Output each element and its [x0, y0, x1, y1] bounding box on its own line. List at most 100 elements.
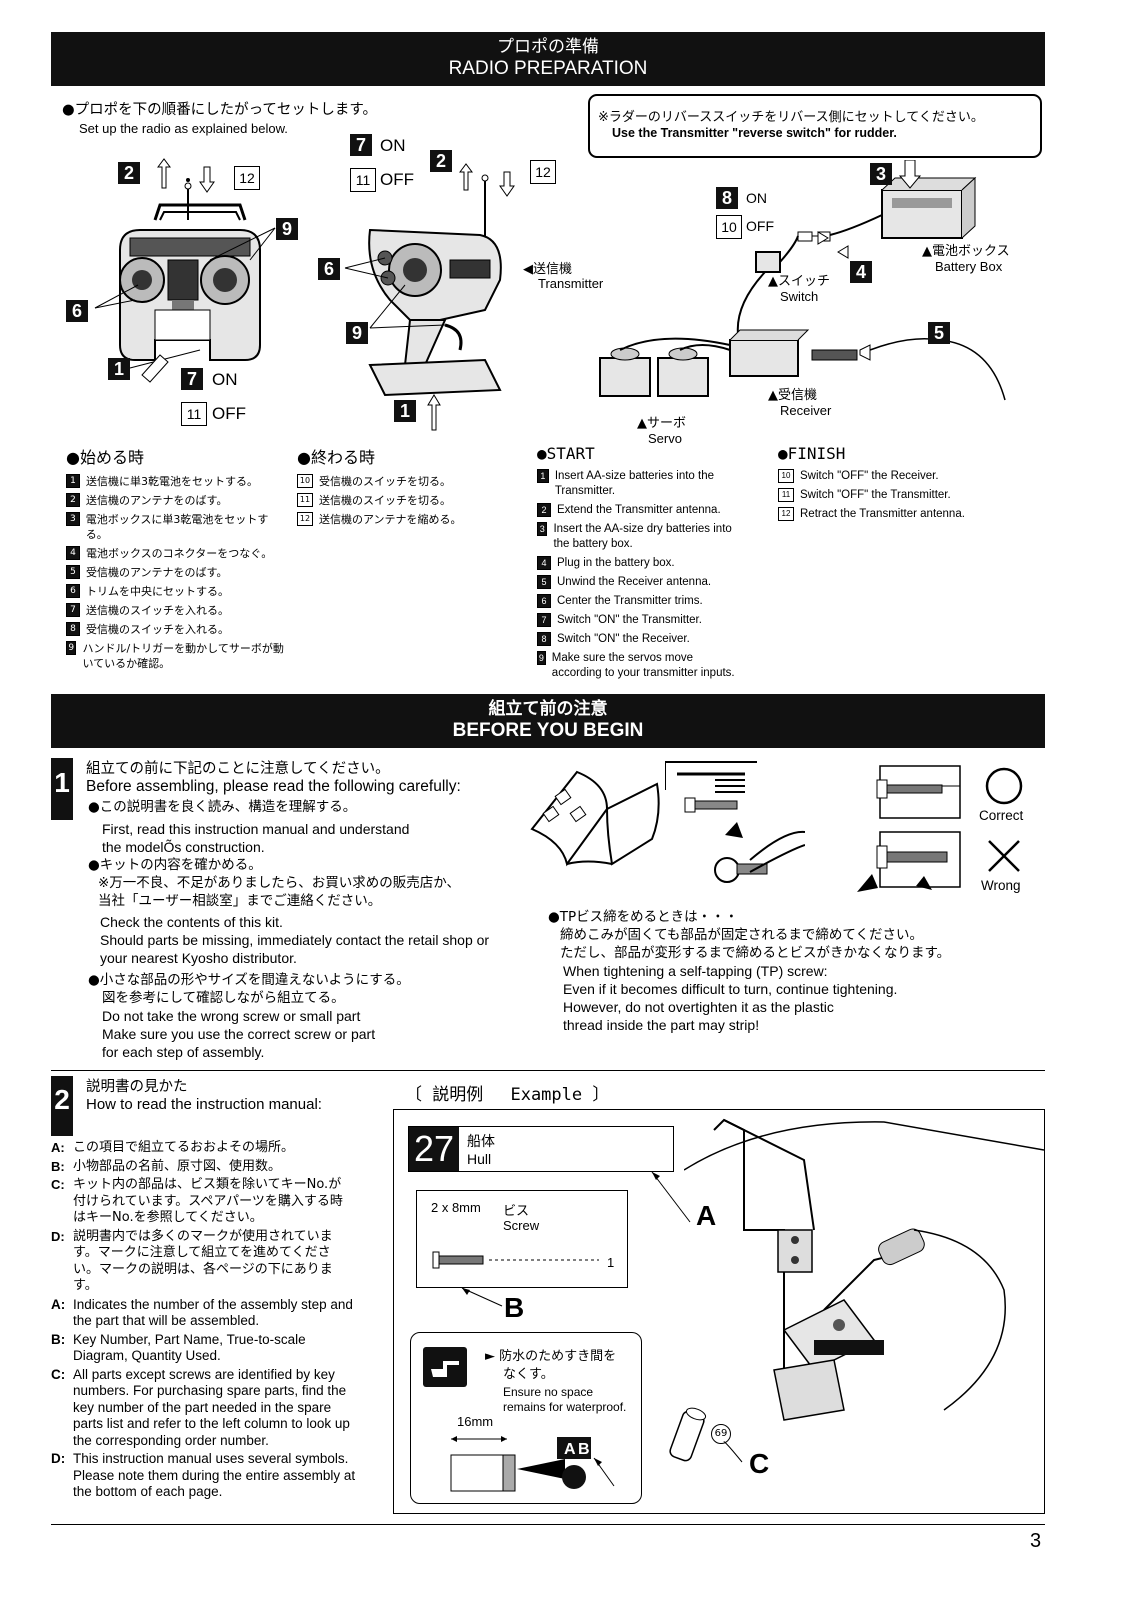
transmitter-label-en: Transmitter: [538, 276, 604, 291]
label-off-c: OFF: [746, 218, 774, 234]
battery-label-en: Battery Box: [935, 259, 1003, 274]
section2-title-en: How to read the instruction manual:: [86, 1096, 322, 1113]
wrong-label: Wrong: [981, 878, 1021, 893]
screw-tweezers-illustration: [665, 761, 805, 883]
finish-jp-text: 受信機のスイッチを切る。: [319, 475, 451, 488]
step-badge-2: 2: [118, 162, 140, 184]
tp-screw-note: ●TPビス締をめるときは・・・ 締めこみが固くても部品が固定されるまで締めてくだ…: [548, 908, 1028, 1034]
start-jp-number-badge: 5: [66, 565, 80, 579]
legend-jp-item: C:キット内の部品は、ビス類を除いてキーNo.が付けられています。スペアパーツを…: [51, 1177, 371, 1227]
legend-en-item: C:All parts except screws are identified…: [51, 1367, 371, 1450]
start-jp-text: 送信機のスイッチを入れる。: [86, 604, 229, 617]
step-badge-4: 4: [850, 261, 872, 283]
tp-jp-2: 締めこみが固くても部品が固定されるまで締めてください。: [560, 927, 924, 943]
start-jp-number-badge: 7: [66, 603, 80, 617]
bullet1-jp: ●この説明書を良く読み、構造を理解する。: [88, 799, 357, 815]
legend-en-item: D:This instruction manual uses several s…: [51, 1451, 371, 1501]
start-jp-item: 7 送信機のスイッチを入れる。: [66, 603, 286, 618]
section-banner-before: 組立て前の注意 BEFORE YOU BEGIN: [51, 694, 1045, 748]
start-jp-number-badge: 1: [66, 474, 80, 488]
tp-jp-1: ●TPビス締をめるときは・・・: [548, 909, 739, 925]
example-step-jp: 船体: [467, 1134, 495, 1150]
bullet3-en-1: Do not take the wrong screw or small par…: [102, 1008, 361, 1024]
step-badge-12: 12: [234, 166, 260, 190]
label-on-c: ON: [746, 190, 767, 206]
finish-en-number-badge: 11: [778, 488, 794, 502]
intro-jp: ●プロポを下の順番にしたがってセットします。: [62, 102, 377, 118]
transmitter-label-jp: ◀送信機: [523, 262, 572, 277]
step-badge-2b: 2: [430, 150, 452, 172]
intro-en: Set up the radio as explained below.: [79, 121, 288, 136]
tp-en-4: thread inside the part may strip!: [563, 1017, 760, 1033]
legend-jp-key: C:: [51, 1177, 65, 1192]
start-jp-text: 電池ボックスのコネクターをつなぐ。: [86, 547, 273, 560]
legend-jp-text: 小物部品の名前、原寸図、使用数。: [73, 1158, 282, 1174]
finish-en-text: Retract the Transmitter antenna.: [800, 508, 965, 520]
start-en-number-badge: 7: [537, 613, 551, 627]
legend-jp-item: D: 説明書内では多くのマークが使用されています。マークに注意して組立てを進めてく…: [51, 1229, 371, 1295]
start-en-number-badge: 5: [537, 575, 551, 589]
legend-en-item: B:Key Number, Part Name, True-to-scale D…: [51, 1332, 371, 1365]
start-en-text: Center the Transmitter trims.: [557, 595, 703, 607]
example-heading: 〔 説明例 Example 〕: [405, 1085, 610, 1105]
screw-quantity: 1: [607, 1255, 615, 1270]
finish-jp-number-badge: 12: [297, 512, 313, 526]
tip-en-1: Ensure no space: [503, 1385, 594, 1399]
switch-label-en: Switch: [780, 289, 819, 304]
banner-title-jp: プロポの準備: [497, 37, 599, 57]
start-en-text: Unwind the Receiver antenna.: [557, 576, 712, 588]
legend-jp-text: 説明書内では多くのマークが使用されています。マークに注意して組立てを進めてくださ…: [73, 1228, 333, 1294]
bullet1-en-2: the modelÕs construction.: [102, 839, 265, 855]
step-badge-1: 1: [108, 358, 130, 380]
section-banner-radio: プロポの準備 RADIO PREPARATION: [51, 32, 1045, 86]
step-badge-7: 7: [181, 368, 203, 390]
legend-jp-item: A:この項目で組立てるおおよその場所。: [51, 1140, 371, 1157]
bullet3-en-3: for each step of assembly.: [102, 1044, 265, 1060]
tp-en-2: Even if it becomes difficult to turn, co…: [563, 981, 898, 997]
section1-title-en: Before assembling, please read the follo…: [86, 778, 461, 795]
example-tip-box: ► 防水のためすき間を なくす。 Ensure no space remains…: [410, 1332, 642, 1504]
start-jp-number-badge: 4: [66, 546, 80, 560]
tip-dimension: 16mm: [457, 1414, 494, 1429]
bullet2-jp: ●キットの内容を確かめる。: [88, 857, 262, 873]
example-step-header: 27 船体 Hull: [408, 1126, 674, 1172]
finish-title-jp: ●終わる時: [297, 448, 375, 467]
tp-jp-3: ただし、部品が変形するまで締めるとビスがきかなくなります。: [560, 945, 951, 961]
legend-en-key: C:: [51, 1366, 66, 1382]
start-jp-number-badge: 3: [66, 512, 80, 526]
bullet2-en-3: your nearest Kyosho distributor.: [100, 950, 297, 966]
battery-label-jp: ▲電池ボックス: [922, 244, 1010, 259]
start-en-text: Insert AA-size batteries into the Transm…: [554, 470, 714, 497]
banner-title-en: RADIO PREPARATION: [448, 58, 648, 79]
reverse-note-jp: ※ラダーのリバーススイッチをリバース側にセットしてください。: [598, 110, 984, 125]
step-badge-5: 5: [928, 322, 950, 344]
switch-label-jp: ▲スイッチ: [768, 274, 830, 289]
bullet2-en-2: Should parts be missing, immediately con…: [100, 932, 490, 948]
screw-size: 2 x 8mm: [431, 1200, 481, 1215]
divider-1: [51, 1070, 1045, 1071]
legend-jp-key: D:: [51, 1228, 65, 1244]
finish-jp-text: 送信機のアンテナを縮める。: [319, 513, 462, 526]
finish-title-en: ●FINISH: [778, 444, 846, 463]
bullet3-jp-2: 図を参考にして確認しながら組立てる。: [102, 990, 345, 1006]
receiver-label-jp: ▲受信機: [768, 388, 817, 403]
start-jp-number-badge: 8: [66, 622, 80, 636]
bullet1-en-1: First, read this instruction manual and …: [102, 821, 410, 837]
start-en-text: Insert the AA-size dry batteries into th…: [553, 523, 732, 550]
key-number-69: 69: [711, 1424, 731, 1444]
start-jp-number-badge: 9: [66, 641, 77, 655]
